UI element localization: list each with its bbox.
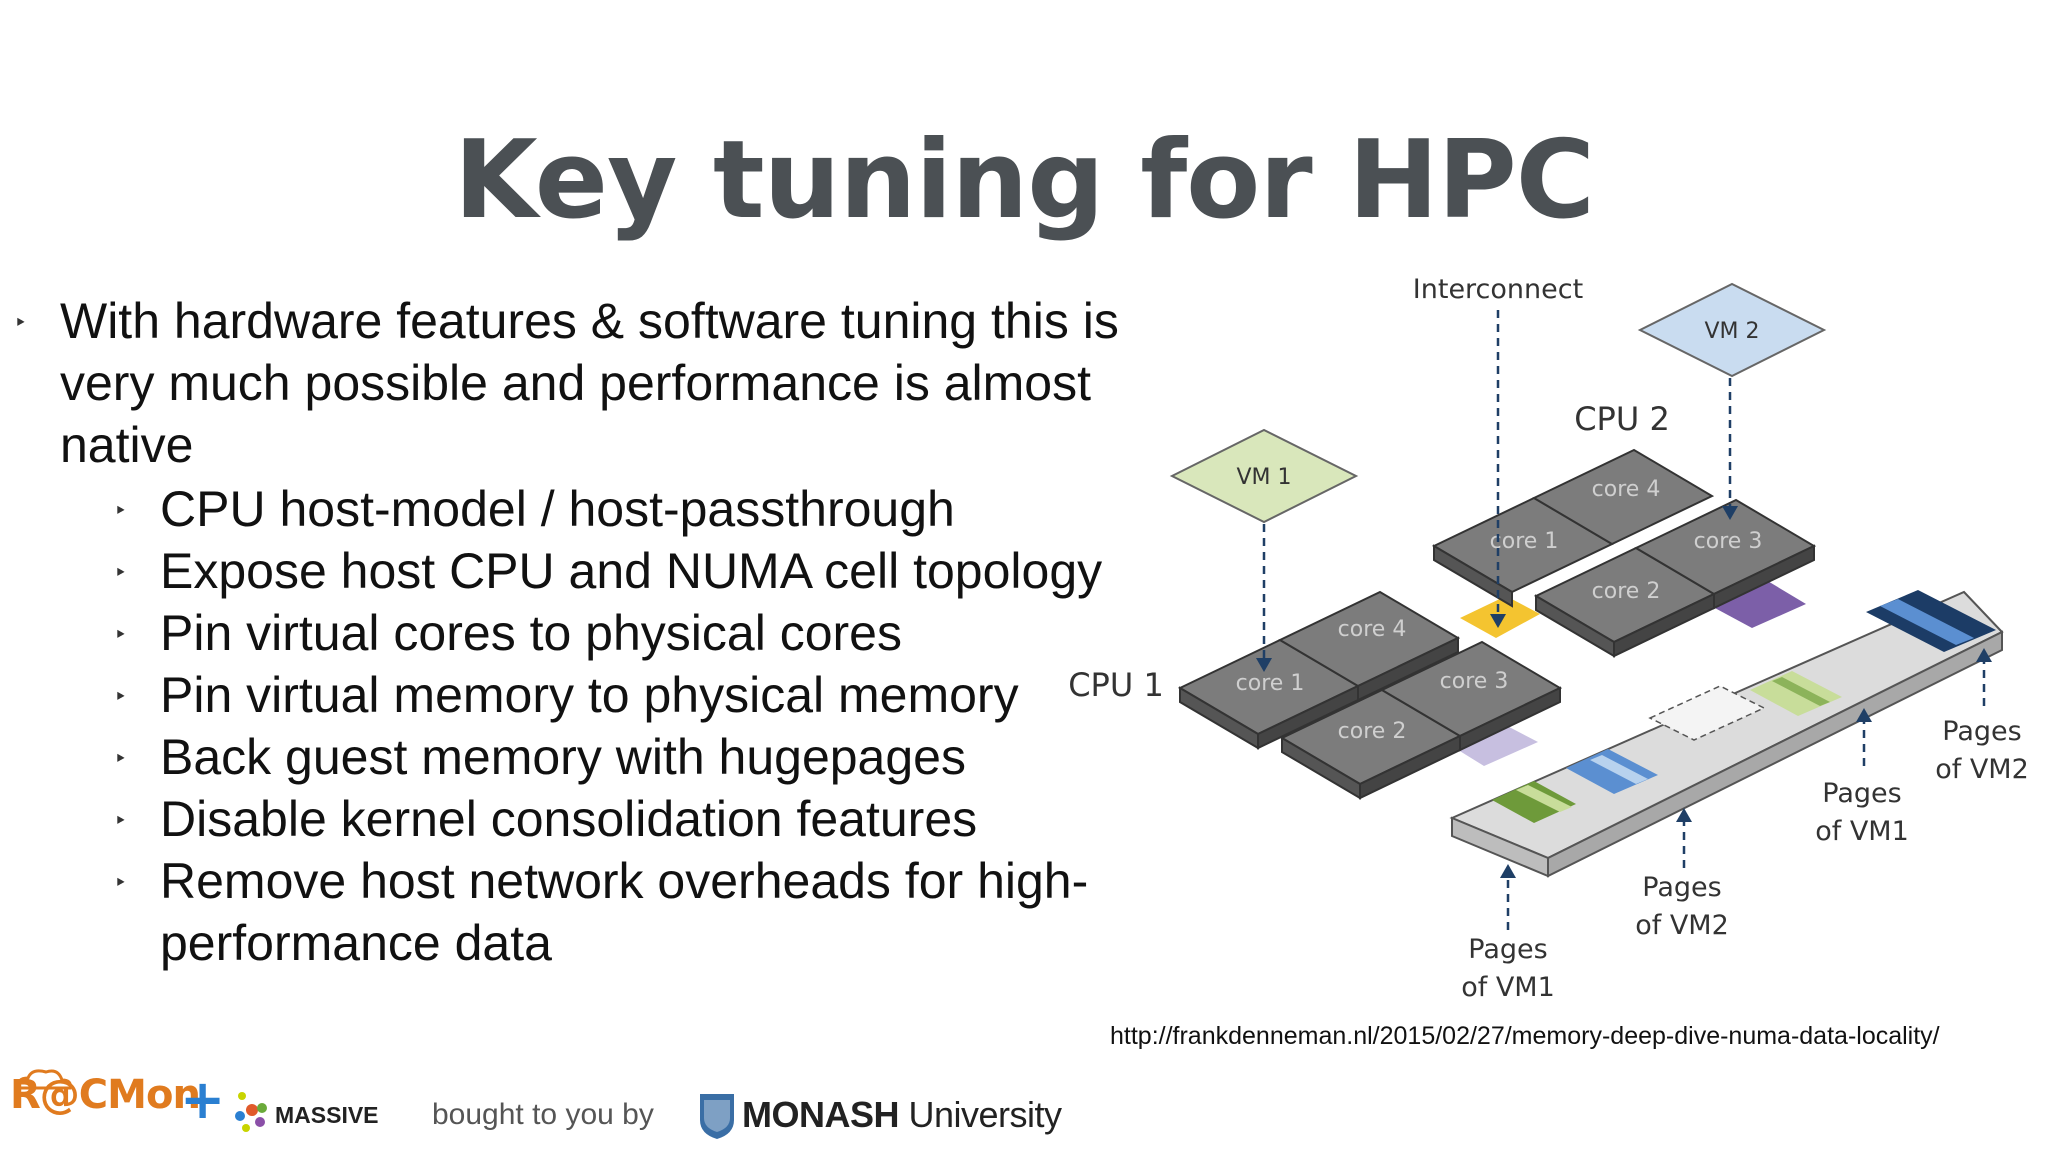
- racmon-logo: R@CMon: [10, 1072, 201, 1118]
- pages-vm2-label-a-line2: of VM2: [1635, 910, 1729, 941]
- sub-bullet-item: ‣ Back guest memory with hugepages: [114, 726, 1130, 788]
- cpu1-core-3: [1379, 640, 1563, 752]
- monash-logo-bold: MONASH: [742, 1094, 900, 1135]
- vm2-node: [1637, 282, 1827, 378]
- cpu2-core-4: [1531, 448, 1715, 546]
- pages-vm1-label-b-line1: Pages: [1822, 778, 1901, 809]
- cpu1-core-4-label: core 4: [1338, 617, 1407, 642]
- cpu2-core-2-label: core 2: [1592, 579, 1661, 604]
- sub-bullet-item: ‣ Pin virtual cores to physical cores: [114, 602, 1130, 664]
- page-band-lightgreen: [1516, 785, 1572, 812]
- pages-vm2-label-a-line1: Pages: [1642, 872, 1721, 903]
- cpu1-core-2-label: core 2: [1338, 719, 1407, 744]
- vm1-node: [1169, 428, 1359, 524]
- cpu2-core-4-label: core 4: [1592, 477, 1661, 502]
- bought-by-text: bought to you by: [432, 1098, 654, 1131]
- interconnect-label: Interconnect: [1413, 274, 1583, 305]
- bullet-text: Disable kernel consolidation features: [160, 791, 978, 847]
- bullet-marker-icon: ‣: [114, 870, 127, 895]
- pages-vm2-label-b-line1: Pages: [1942, 716, 2021, 747]
- cpu2-core-3: [1633, 498, 1817, 610]
- bullet-text: Back guest memory with hugepages: [160, 729, 966, 785]
- bullet-text: With hardware features & software tuning…: [60, 293, 1119, 473]
- arrowhead-icon: [1722, 506, 1738, 520]
- cpu1-core-1-label: core 1: [1236, 671, 1305, 696]
- bullet-marker-icon: ‣: [114, 622, 127, 647]
- arrowhead-icon: [1256, 658, 1272, 672]
- pages-vm1-label-a-line1: Pages: [1468, 934, 1547, 965]
- cpu1-core-2: [1279, 688, 1463, 800]
- sub-bullet-item: ‣ Expose host CPU and NUMA cell topology: [114, 540, 1130, 602]
- page-band-green: [1492, 781, 1576, 823]
- sub-bullet-item: ‣ Pin virtual memory to physical memory: [114, 664, 1130, 726]
- cpu2-core-1-label: core 1: [1490, 529, 1559, 554]
- cpu1-core-3-label: core 3: [1440, 669, 1509, 694]
- cpu1-core-4: [1277, 590, 1461, 702]
- pages-vm2-label-b-line2: of VM2: [1935, 754, 2029, 785]
- plus-icon: +: [180, 1068, 226, 1131]
- cloud-icon: [17, 1069, 72, 1090]
- cpu2-memory-link: [1700, 574, 1806, 628]
- massive-flower-icon: [235, 1092, 267, 1132]
- bullet-text: Pin virtual memory to physical memory: [160, 667, 1019, 723]
- vm2-label: VM 2: [1704, 319, 1759, 344]
- bullet-text: Pin virtual cores to physical cores: [160, 605, 902, 661]
- bullet-marker-icon: ‣: [114, 808, 127, 833]
- bullet-text: Remove host network overheads for high-p…: [160, 853, 1089, 971]
- pages-vm1-label-b-line2: of VM1: [1815, 816, 1909, 847]
- cpu2: core 1 core 2 core 3 core 4: [1431, 448, 1817, 658]
- cpu2-core-3-label: core 3: [1694, 529, 1763, 554]
- sub-bullet-item: ‣ Disable kernel consolidation features: [114, 788, 1130, 850]
- massive-logo: MASSIVE: [275, 1102, 379, 1128]
- bullet-marker-icon: ‣: [114, 498, 127, 523]
- sub-bullet-item: ‣ Remove host network overheads for high…: [114, 850, 1130, 974]
- pages-vm1-label-a-line2: of VM1: [1461, 972, 1555, 1003]
- bullet-marker-icon: ‣: [14, 310, 27, 335]
- arrowhead-icon: [1976, 648, 1992, 662]
- bullet-text: Expose host CPU and NUMA cell topology: [160, 543, 1103, 599]
- memory-strip-front: [1547, 630, 2003, 878]
- vm1-label: VM 1: [1236, 465, 1291, 490]
- arrowhead-icon: [1500, 864, 1516, 878]
- bullet-marker-icon: ‣: [114, 746, 127, 771]
- page-band-blue-2: [1880, 599, 1974, 645]
- bullet-text: CPU host-model / host-passthrough: [160, 481, 955, 537]
- slide-title: Key tuning for HPC: [453, 118, 1595, 243]
- monash-crest-icon: [700, 1094, 734, 1139]
- page-band-lightblue: [1590, 755, 1648, 784]
- source-url[interactable]: http://frankdenneman.nl/2015/02/27/memor…: [1110, 1022, 1940, 1050]
- sub-bullet-item: ‣ CPU host-model / host-passthrough: [114, 478, 1130, 540]
- numa-diagram: core 1 core 2 core 3 core 4 core: [1068, 274, 2029, 1003]
- cpu2-label: CPU 2: [1574, 400, 1670, 438]
- bullet-marker-icon: ‣: [114, 684, 127, 709]
- monash-logo-rest: University: [899, 1094, 1063, 1135]
- cpu1: core 1 core 2 core 3 core 4: [1177, 590, 1563, 800]
- footer: R@CMon + MASSIVE bought to you by MONASH…: [0, 1060, 2048, 1152]
- arrowhead-icon: [1856, 708, 1872, 722]
- page-band-green-2: [1772, 677, 1830, 706]
- arrowhead-icon: [1676, 808, 1692, 822]
- bullet-item: ‣ With hardware features & software tuni…: [14, 290, 1130, 476]
- bullet-marker-icon: ‣: [114, 560, 127, 585]
- monash-logo: MONASH University: [742, 1094, 1062, 1136]
- arrowhead-icon: [1490, 614, 1506, 628]
- memory-gap-dashed: [1648, 685, 1766, 741]
- cpu1-label: CPU 1: [1068, 666, 1164, 704]
